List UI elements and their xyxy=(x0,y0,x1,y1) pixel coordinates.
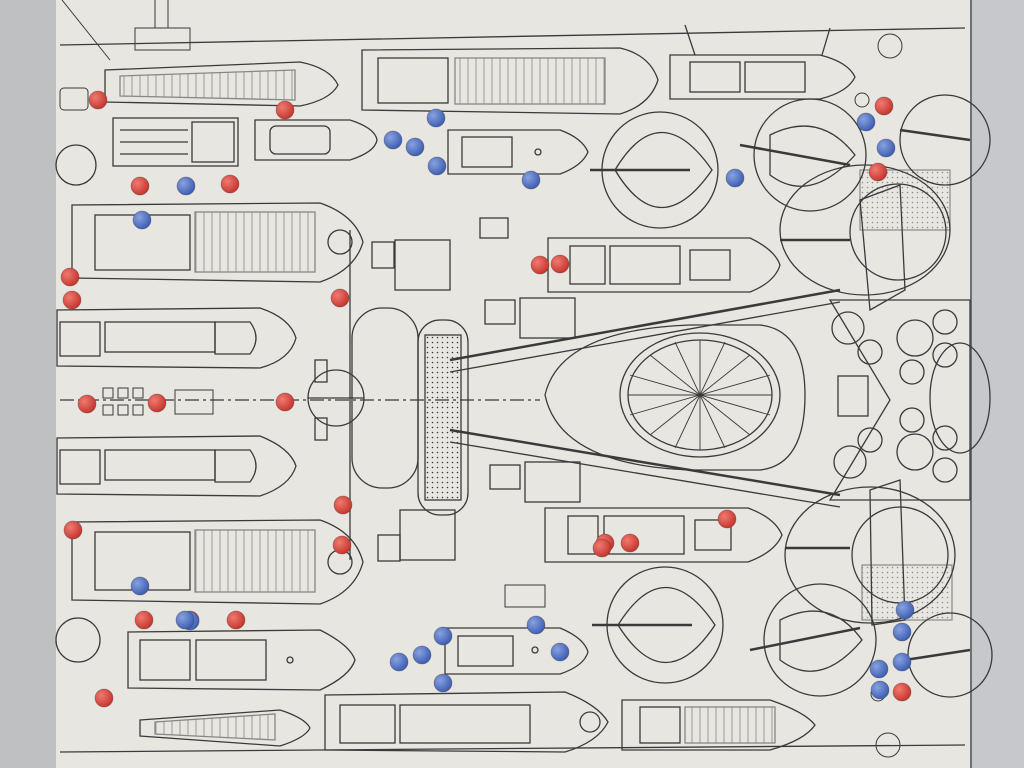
boat-17 xyxy=(621,699,816,751)
blue-marker xyxy=(876,138,896,158)
red-marker xyxy=(220,174,240,194)
blue-marker xyxy=(895,600,915,620)
funnel xyxy=(544,324,806,471)
red-marker xyxy=(592,538,612,558)
ventilator-group xyxy=(55,94,993,698)
machinery-block xyxy=(307,217,581,562)
red-marker xyxy=(717,509,737,529)
boat-5 xyxy=(112,117,239,167)
blue-marker xyxy=(405,137,425,157)
red-marker xyxy=(275,392,295,412)
boat-15 xyxy=(139,709,311,747)
red-marker xyxy=(147,393,167,413)
blue-marker xyxy=(383,130,403,150)
boat-14 xyxy=(444,627,589,675)
blue-marker-group xyxy=(130,108,915,700)
bridge-structure xyxy=(828,299,991,501)
blue-marker xyxy=(892,622,912,642)
boat-13 xyxy=(127,629,356,691)
red-marker xyxy=(874,96,894,116)
red-marker xyxy=(550,254,570,274)
boat-1 xyxy=(104,61,339,107)
blue-marker xyxy=(433,673,453,693)
crane-jib-edge xyxy=(449,301,841,373)
blue-marker xyxy=(870,680,890,700)
blue-marker xyxy=(389,652,409,672)
blue-marker xyxy=(176,176,196,196)
blue-marker xyxy=(856,112,876,132)
boat-9 xyxy=(547,237,781,293)
red-marker xyxy=(62,290,82,310)
red-marker-group xyxy=(60,90,912,708)
red-marker xyxy=(620,533,640,553)
red-marker xyxy=(530,255,550,275)
blue-marker xyxy=(892,652,912,672)
red-marker xyxy=(60,267,80,287)
red-marker xyxy=(868,162,888,182)
red-marker xyxy=(333,495,353,515)
blue-marker xyxy=(130,576,150,596)
red-marker xyxy=(63,520,83,540)
red-marker xyxy=(226,610,246,630)
boat-7 xyxy=(447,129,589,175)
boat-10 xyxy=(56,435,297,497)
red-marker xyxy=(275,100,295,120)
boat-3 xyxy=(669,24,856,100)
deck-line xyxy=(59,27,966,46)
boat-6 xyxy=(254,119,378,161)
blue-marker xyxy=(412,645,432,665)
blue-marker xyxy=(175,610,195,630)
blue-marker xyxy=(427,156,447,176)
red-marker xyxy=(94,688,114,708)
red-marker xyxy=(130,176,150,196)
blue-marker xyxy=(132,210,152,230)
deck-line xyxy=(59,744,966,753)
crane-jib-edge xyxy=(449,441,841,508)
boat-2 xyxy=(361,47,659,115)
red-marker xyxy=(88,90,108,110)
boat-8 xyxy=(56,307,297,369)
deck-fittings xyxy=(59,0,903,758)
crane-jib xyxy=(449,428,841,497)
red-marker xyxy=(77,394,97,414)
blue-marker xyxy=(521,170,541,190)
red-marker xyxy=(892,682,912,702)
blue-marker xyxy=(869,659,889,679)
blue-marker xyxy=(526,615,546,635)
red-marker xyxy=(134,610,154,630)
red-marker xyxy=(332,535,352,555)
boat-16 xyxy=(324,691,609,753)
blue-marker xyxy=(426,108,446,128)
blue-marker xyxy=(433,626,453,646)
page-shadow xyxy=(968,0,1024,768)
blue-marker xyxy=(725,168,745,188)
boat-11 xyxy=(71,519,364,605)
crane-jib xyxy=(449,288,841,362)
boat-4 xyxy=(71,202,364,283)
blue-marker xyxy=(550,642,570,662)
red-marker xyxy=(330,288,350,308)
